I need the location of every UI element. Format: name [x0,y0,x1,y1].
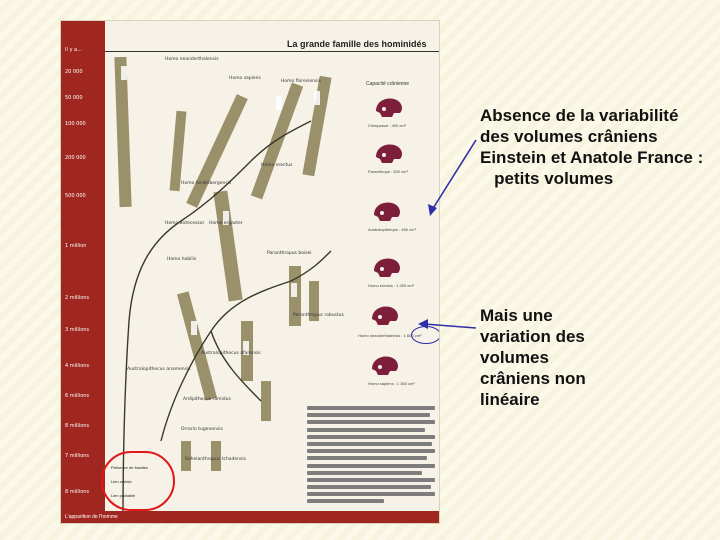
skull-icon [374,258,400,277]
timeline-tick: 200 000 [65,155,86,161]
timeline-tick: 7 millions [65,453,90,459]
timeline-tick: 500 000 [65,193,86,199]
species-label: Ardipithecus ramidus [183,397,231,402]
skull-icon [372,356,398,375]
species-label: Australopithecus afarensis [201,351,261,356]
species-label: Homo habilis [167,257,197,262]
timeline-tick: 4 millions [65,363,90,369]
caption-line: petits volumes [480,169,614,188]
species-label: Homo floresiensis [281,79,321,84]
legend-circle [101,451,175,511]
skull-icon [376,98,402,117]
timeline-tick: 100 000 [65,121,86,127]
timeline-tick: 1 million [65,243,87,249]
arrow-head-2 [418,319,428,329]
timeline-tick: 8 millions [65,423,90,429]
species-label: Paranthropus boisei [267,251,312,256]
skull-caption: Homo neanderthalensis : 1 600 cm³ [358,333,422,338]
timeline-tick: 3 millions [65,327,90,333]
caption-line: des volumes crâniens [480,127,658,146]
poster-title: La grande famille des hominidés [287,39,427,49]
hominid-poster: Il y a... 20 000 50 000 100 000 200 000 … [60,20,440,524]
arrow-line-1 [431,139,477,211]
timeline-tick: 6 millions [65,393,90,399]
species-label: Homo antecessor [165,221,205,226]
caption-line: Absence de la variabilité [480,106,679,125]
caption-line: volumes [480,348,549,367]
caption-line: variation des [480,327,585,346]
caption-line: Einstein et Anatole France : [480,148,704,167]
caption-line: Mais une [480,306,553,325]
timeline-tick: 50 000 [65,95,83,101]
caption-line: linéaire [480,390,540,409]
caption-variability: Absence de la variabilité des volumes cr… [480,105,720,189]
skull-icon [374,202,400,221]
skull-caption: Paranthrope : 500 cm³ [368,169,408,174]
phylogeny-tree [114,56,332,522]
poster-footer: L'apparition de l'homme [61,511,439,523]
skull-caption: Homo erectus : 1 000 cm³ [368,283,415,288]
skull-caption: Homo sapiens : 1 350 cm³ [368,381,415,386]
caption-line: crâniens non [480,369,586,388]
poster-body-text [307,406,435,511]
species-label: Homo ergaster [209,221,243,226]
species-label: Orrorin tugenensis [181,427,223,432]
cranial-capacity-column: Capacité crânienne Chimpanzé : 400 cm³ P… [356,71,439,401]
species-label: Homo erectus [261,163,293,168]
species-label: Sahelanthropus tchadensis [185,457,246,462]
species-label: Paranthropus robustus [293,313,344,318]
skull-icon [376,144,402,163]
species-label: Australopithecus anamensis [127,367,191,372]
cranial-capacity-title: Capacité crânienne [366,81,410,87]
legend-item: Présence de fossiles [111,465,148,470]
timeline-tick: 20 000 [65,69,83,75]
timeline-tick: 2 millions [65,295,90,301]
skull-caption: Chimpanzé : 400 cm³ [368,123,407,128]
legend-item: Lien probable [111,493,136,498]
species-label: Homo sapiens [229,76,261,81]
legend-item: Lien certain [111,479,132,484]
skull-icon [372,306,398,325]
species-label: Homo heidelbergensis [181,181,232,186]
caption-nonlinear: Mais une variation des volumes crâniens … [480,305,660,410]
species-label: Homo neanderthalensis [165,57,219,62]
timeline-bar: Il y a... 20 000 50 000 100 000 200 000 … [61,21,105,523]
arrow-head-1 [428,204,437,216]
timeline-header: Il y a... [65,47,82,53]
skull-caption: Australopithèque : 450 cm³ [368,227,416,232]
timeline-tick: 8 millions [65,489,90,495]
arrow-line-2 [423,323,477,329]
poster-header-rule [105,51,439,52]
